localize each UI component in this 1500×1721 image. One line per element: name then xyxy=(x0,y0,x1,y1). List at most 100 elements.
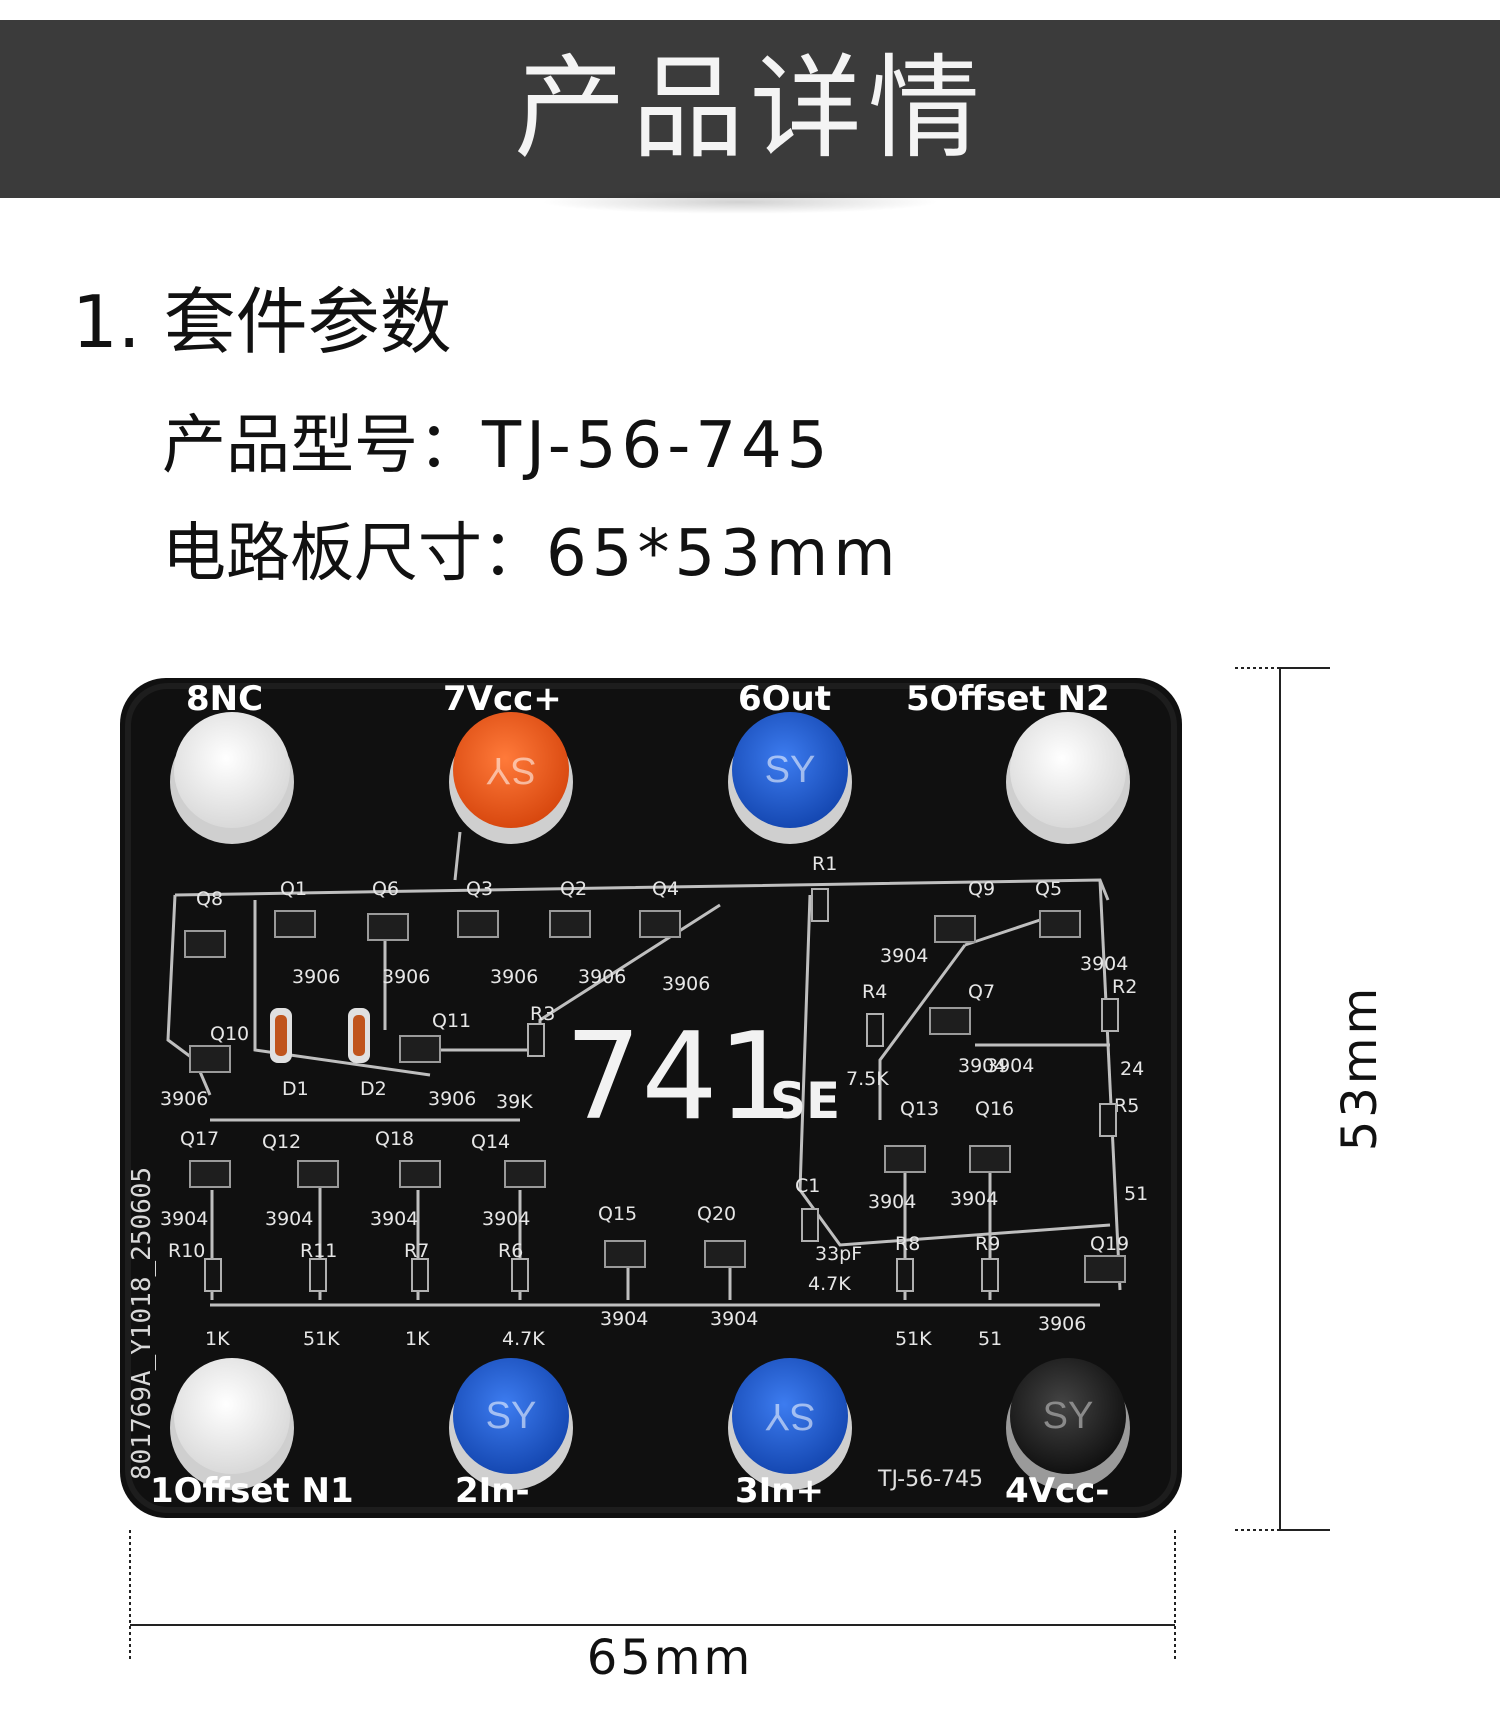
silkscreen-label: R10 xyxy=(168,1240,205,1262)
silkscreen-label: Q17 xyxy=(180,1128,219,1150)
banner-title: 产品详情 xyxy=(514,44,986,174)
silkscreen-label: R2 xyxy=(1112,976,1137,998)
diode-d1 xyxy=(270,1008,292,1063)
transistor-body xyxy=(969,1145,1011,1173)
silkscreen-label: 3904 xyxy=(958,1055,1006,1077)
post-mark: SY xyxy=(765,749,816,791)
resistor-body xyxy=(811,888,829,922)
silkscreen-label: 3906 xyxy=(428,1088,476,1110)
silkscreen-label: Q13 xyxy=(900,1098,939,1120)
chip-number: 741 xyxy=(565,1008,794,1147)
silkscreen-label: R9 xyxy=(975,1233,1000,1255)
silkscreen-label: 3906 xyxy=(382,966,430,988)
silkscreen-label: R4 xyxy=(862,981,887,1003)
transistor-body xyxy=(884,1145,926,1173)
transistor-body xyxy=(367,913,409,941)
transistor-body xyxy=(504,1160,546,1188)
post-mark: SY xyxy=(486,1395,537,1437)
silkscreen-label: Q12 xyxy=(262,1131,301,1153)
post-blue xyxy=(453,1358,569,1474)
silkscreen-label: 3904 xyxy=(1080,953,1128,975)
silkscreen-label: R7 xyxy=(404,1240,429,1262)
silkscreen-label: Q20 xyxy=(697,1203,736,1225)
silkscreen-label: 3906 xyxy=(292,966,340,988)
pcb-board xyxy=(120,678,1182,1518)
pin-label: 1Offset N1 xyxy=(150,1471,354,1511)
transistor-body xyxy=(399,1160,441,1188)
width-dimension: 65mm xyxy=(586,1630,754,1686)
transistor-body xyxy=(189,1045,231,1073)
resistor-body xyxy=(511,1258,529,1292)
post-white xyxy=(174,712,290,828)
silkscreen-label: R5 xyxy=(1114,1095,1139,1117)
silkscreen-label: D2 xyxy=(360,1078,387,1100)
silkscreen-label: Q3 xyxy=(466,878,493,900)
resistor-body xyxy=(896,1258,914,1292)
transistor-body xyxy=(189,1160,231,1188)
diode-d2 xyxy=(348,1008,370,1063)
silkscreen-label: Q4 xyxy=(652,878,679,900)
resistor-body xyxy=(527,1023,545,1057)
silkscreen-label: 3906 xyxy=(1038,1313,1086,1335)
silkscreen-label: Q11 xyxy=(432,1010,471,1032)
spec-row-size: 电路板尺寸：65*53mm xyxy=(162,518,901,590)
post-mark: SY xyxy=(1043,1395,1094,1437)
transistor-body xyxy=(929,1007,971,1035)
silkscreen-label: R8 xyxy=(895,1233,920,1255)
silkscreen-label: 3904 xyxy=(265,1208,313,1230)
board-model: TJ-56-745 xyxy=(877,1467,983,1492)
transistor-body xyxy=(184,930,226,958)
silkscreen-label: Q10 xyxy=(210,1023,249,1045)
silkscreen-label: Q7 xyxy=(968,981,995,1003)
silkscreen-label: Q19 xyxy=(1090,1233,1129,1255)
post-blue xyxy=(732,1358,848,1474)
resistor-body xyxy=(981,1258,999,1292)
silkscreen-label: R3 xyxy=(530,1003,555,1025)
spec-label: 产品型号： xyxy=(162,409,482,483)
silkscreen-label: 51K xyxy=(303,1328,340,1350)
transistor-body xyxy=(399,1035,441,1063)
silkscreen-label: Q2 xyxy=(560,878,587,900)
silkscreen-label: D1 xyxy=(282,1078,309,1100)
silkscreen-label: R6 xyxy=(498,1240,523,1262)
resistor-body xyxy=(866,1013,884,1047)
silkscreen-label: Q15 xyxy=(598,1203,637,1225)
spec-row-model: 产品型号：TJ-56-745 xyxy=(162,410,832,482)
silkscreen-label: 3904 xyxy=(880,945,928,967)
silkscreen-label: 3906 xyxy=(490,966,538,988)
pin-label: 2In- xyxy=(455,1471,530,1511)
pin-label: 7Vcc+ xyxy=(443,679,562,719)
silkscreen-label: Q16 xyxy=(975,1098,1014,1120)
pin-labels: 8NC 7Vcc+ 6Out 5Offset N2 1Offset N1 2In… xyxy=(150,679,1110,1511)
silkscreen-label: 51 xyxy=(1124,1183,1148,1205)
resistor-body xyxy=(1101,998,1119,1032)
pin-label: 8NC xyxy=(186,679,263,719)
silkscreen-label: 33pF xyxy=(815,1243,862,1265)
transistor-body xyxy=(1039,910,1081,938)
silkscreen-label: 3906 xyxy=(578,966,626,988)
post-orange xyxy=(453,712,569,828)
silkscreen-label: 3904 xyxy=(950,1188,998,1210)
pin-label: 3In+ xyxy=(735,1471,824,1511)
silkscreen-label: R1 xyxy=(812,853,837,875)
silkscreen-label: 3904 xyxy=(370,1208,418,1230)
transistor-body xyxy=(297,1160,339,1188)
silkscreen-label: 51K xyxy=(895,1328,932,1350)
post-mark: SY xyxy=(486,749,537,791)
silkscreen-label: 4.7K xyxy=(502,1328,545,1350)
silkscreen-label: 1K xyxy=(205,1328,230,1350)
spec-value: 65*53mm xyxy=(546,517,901,591)
post-black xyxy=(1010,1358,1126,1474)
spec-value: TJ-56-745 xyxy=(482,409,833,483)
post-mark: SY xyxy=(765,1395,816,1437)
header-banner xyxy=(0,20,1500,198)
transistor-body xyxy=(704,1240,746,1268)
silkscreen-label: Q9 xyxy=(968,878,995,900)
transistor-body xyxy=(1084,1255,1126,1283)
transistor-body xyxy=(934,915,976,943)
spec-label: 电路板尺寸： xyxy=(162,517,546,591)
silkscreen-label: R11 xyxy=(300,1240,337,1262)
silkscreen-label: 1K xyxy=(405,1328,430,1350)
section-heading: 1. 套件参数 xyxy=(72,280,452,364)
